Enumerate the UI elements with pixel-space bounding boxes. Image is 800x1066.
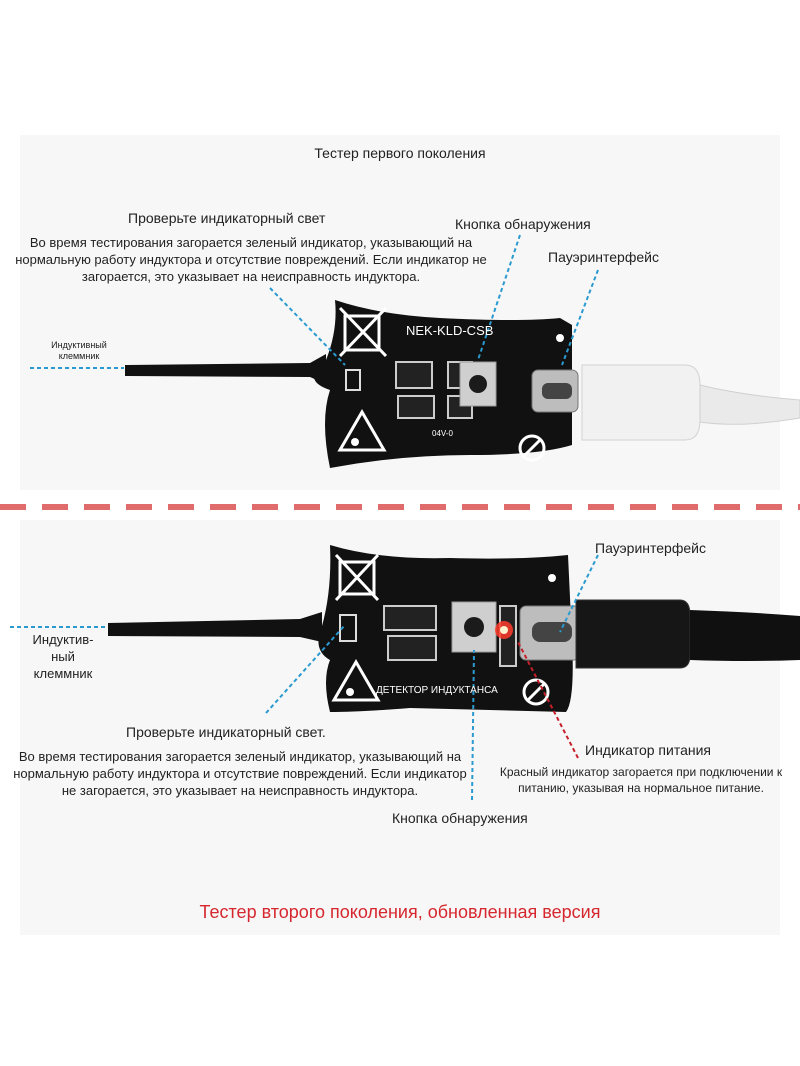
gen2-cable-plug: [575, 599, 691, 669]
gen1-detect-button-label: Кнопка обнаружения: [455, 216, 591, 232]
gen1-detect-button: [459, 361, 497, 407]
gen2-recycle-icon: [334, 553, 380, 602]
gen1-probe: [125, 354, 326, 384]
gen2-pcb: [318, 545, 573, 712]
gen2-cable: [690, 610, 800, 661]
gen2-caption: Тестер второго поколения, обновленная ве…: [199, 902, 601, 922]
gen1-title: Тестер первого поколения: [314, 145, 486, 161]
gen1-inductive-terminal-label: Индуктивный клеммник: [51, 340, 107, 361]
gen2-power-indicator-text: Красный индикатор загорается при подключ…: [499, 765, 783, 795]
gen2-probe: [108, 612, 322, 642]
gen1-indicator-led: [345, 369, 361, 391]
gen2-detect-button-label: Кнопка обнаружения: [392, 810, 528, 826]
gen2-power-interface-label: Пауэринтерфейс: [595, 540, 706, 556]
gen2-esd-icon: [331, 659, 381, 702]
gen1-power-interface-label: Пауэринтерфейс: [548, 249, 659, 265]
gen2-inductive-terminal-line3: клеммник: [33, 666, 93, 681]
gen1-check-light-title: Проверьте индикаторный свет: [128, 210, 326, 226]
gen2-power-indicator-title: Индикатор питания: [585, 742, 711, 758]
gen1-tester: [125, 300, 800, 468]
gen1-cable-plug: [581, 364, 701, 441]
gen2-inductive-terminal-label: Индуктив- ный клеммник: [18, 631, 108, 682]
gen2-tester: [108, 545, 800, 712]
gen2-check-light-title: Проверьте индикаторный свет.: [126, 724, 326, 740]
gen2-check-light-text: Во время тестирования загорается зеленый…: [13, 749, 467, 798]
gen1-marking: 04V-0: [432, 429, 453, 438]
gen2-inductive-terminal-line1: Индуктив-: [32, 632, 94, 647]
gen1-cable: [699, 384, 800, 425]
gen2-no-icon: [522, 678, 550, 706]
gen2-inductive-terminal-line2: ный: [51, 649, 75, 664]
gen2-indicator-led: [339, 614, 357, 642]
gen1-no-icon: [518, 434, 546, 462]
gen1-recycle-icon: [338, 306, 388, 358]
gen2-board-label: ДЕТЕКТОР ИНДУКТАНСА: [376, 685, 498, 696]
gen1-board-label: NEK-KLD-CSB: [406, 323, 494, 338]
gen1-check-light-text: Во время тестирования загорается зеленый…: [15, 235, 487, 284]
gen1-esd-icon: [337, 409, 387, 452]
